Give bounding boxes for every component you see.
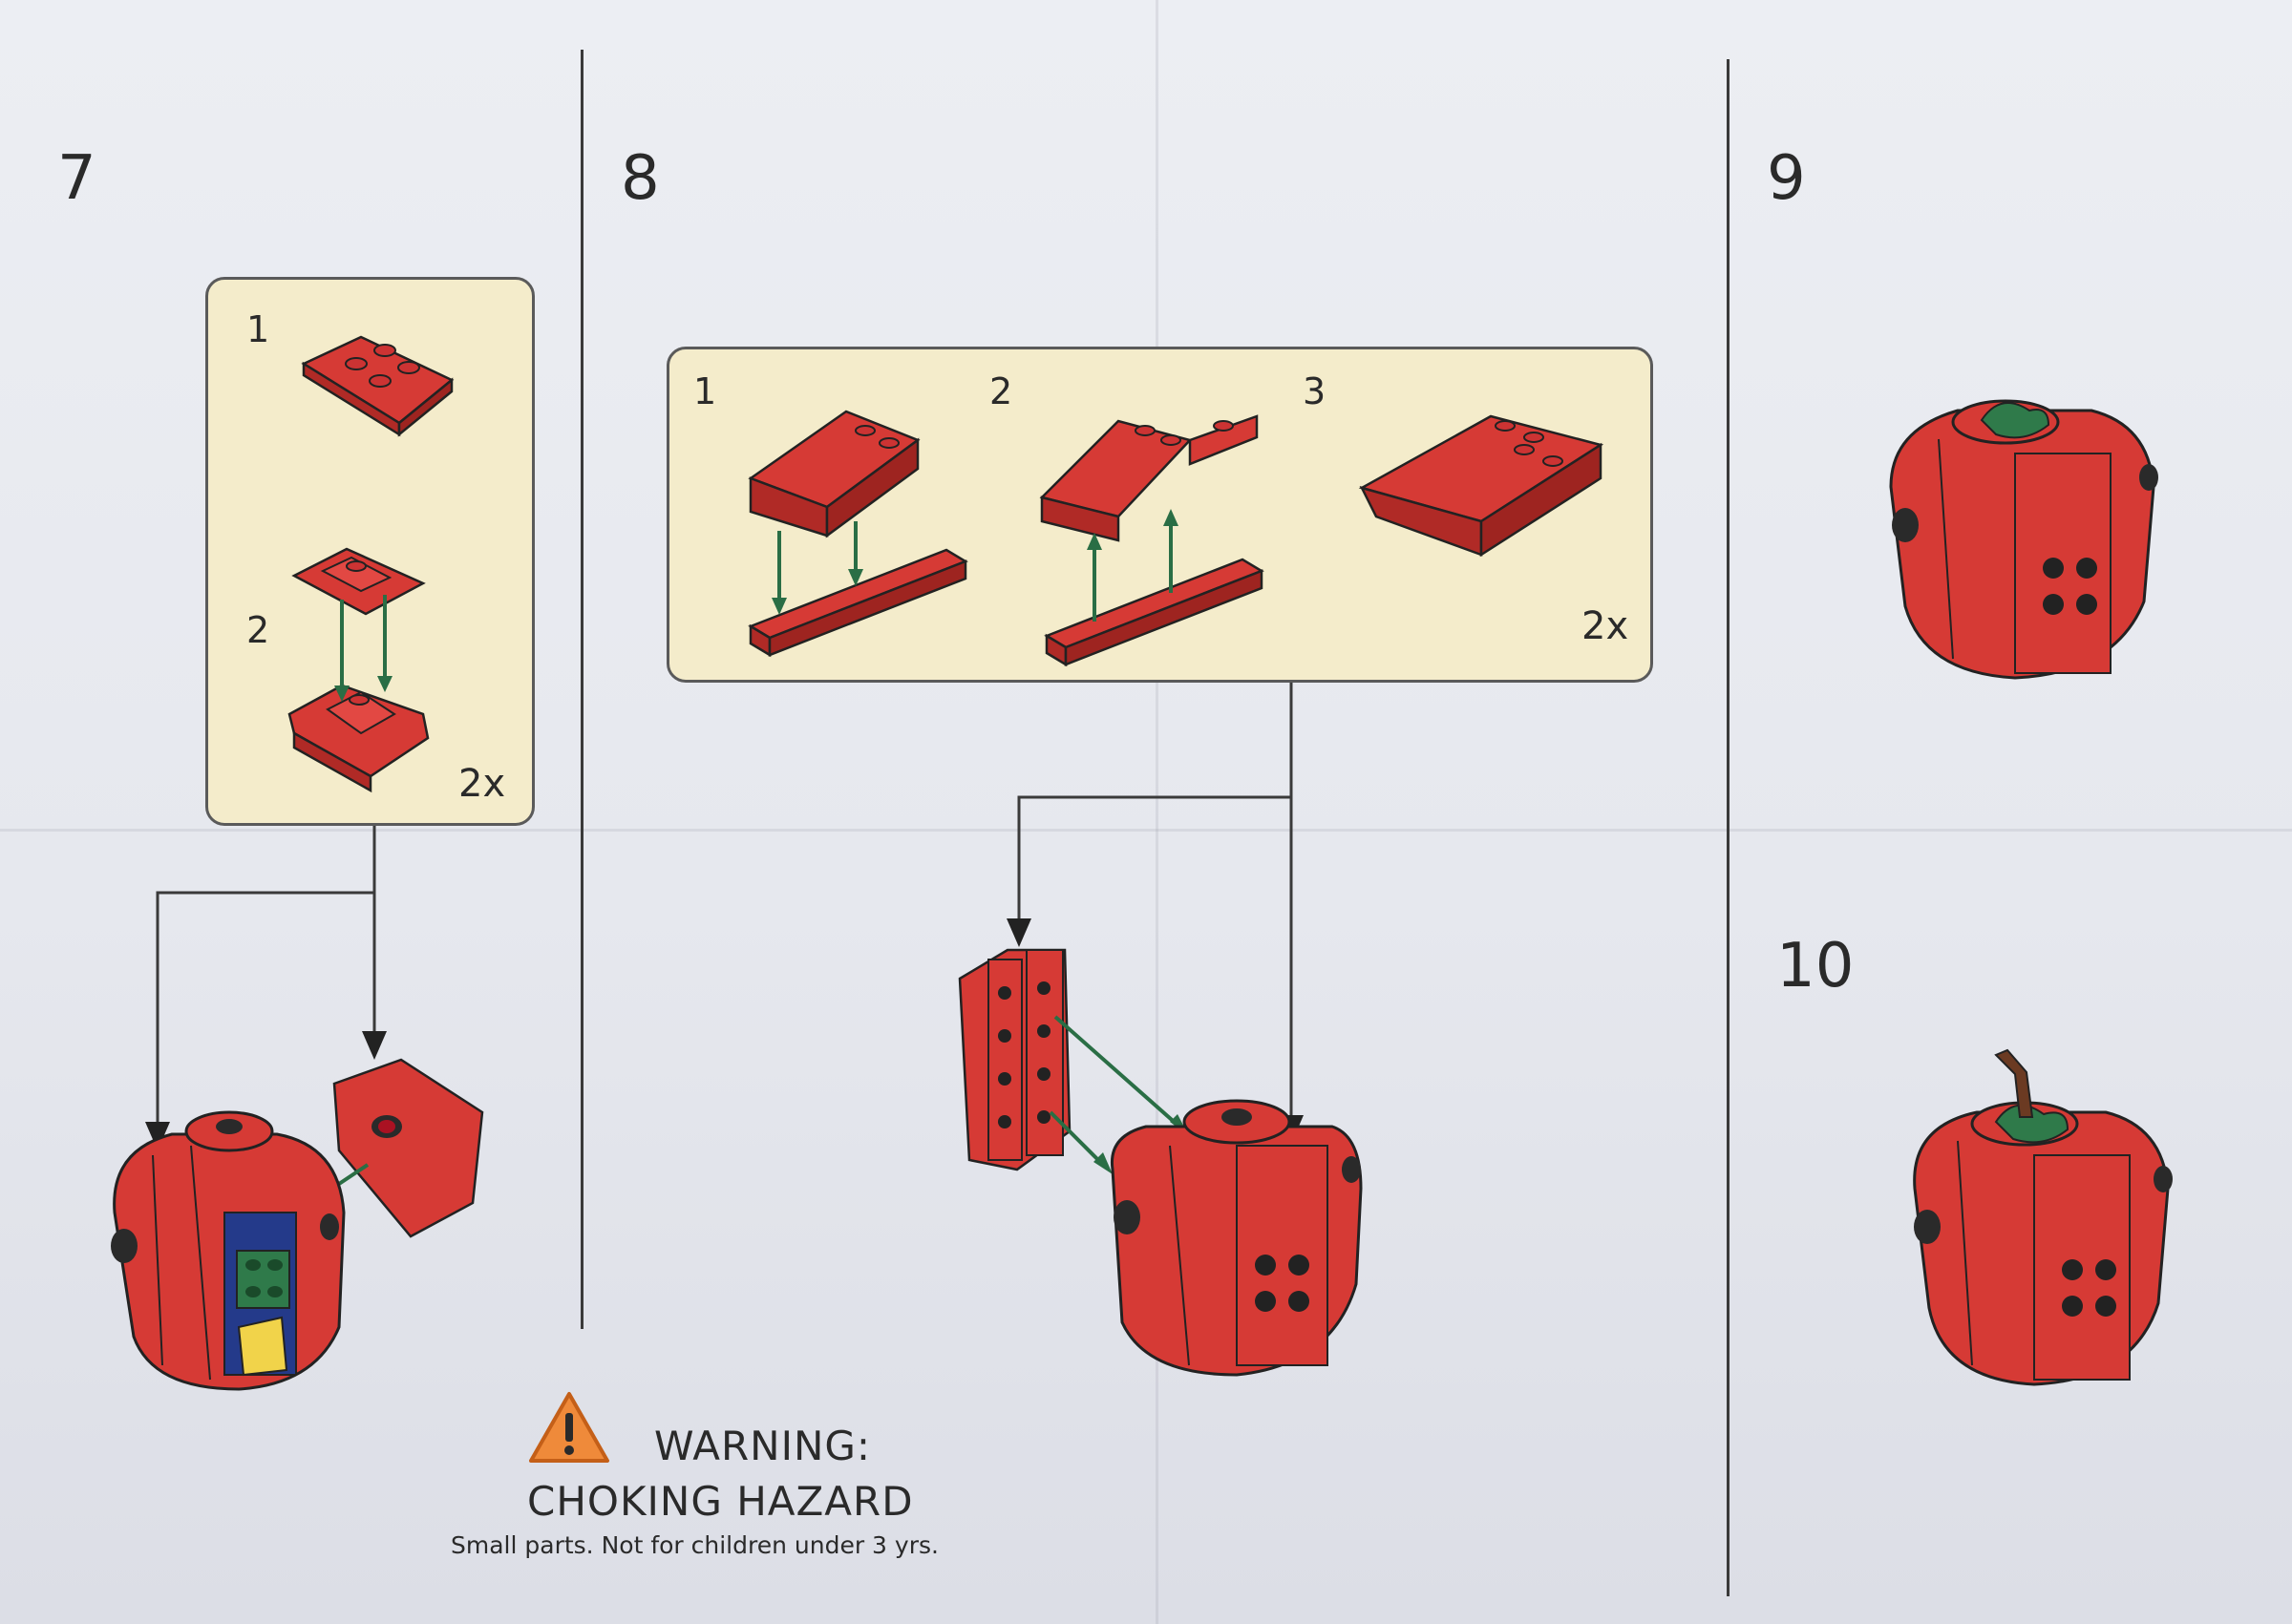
step-8-substep-3: 3 (1303, 370, 1326, 412)
small-parts-notice: Small parts. Not for children under 3 yr… (451, 1531, 939, 1559)
step-9-apple-with-leaf (1889, 399, 2158, 680)
step-8-callout: 1 2 3 2x (667, 347, 1653, 683)
step-8-substep-1: 1 (693, 370, 717, 412)
step-number-7: 7 (57, 143, 96, 214)
warning-triangle-icon (529, 1392, 609, 1463)
column-divider-left (581, 50, 584, 1329)
warning-label: WARNING: (654, 1423, 872, 1469)
step-number-10: 10 (1776, 931, 1855, 1002)
step-7-brick-wedge-plate (287, 335, 455, 793)
step-8-substep-2: 2 (989, 370, 1013, 412)
step-8-brick-diagrams (748, 410, 1604, 667)
step-7-connector-arrows (145, 826, 387, 1150)
step-8-multiplier: 2x (1581, 604, 1629, 648)
step-10-apple-with-stem (1913, 1048, 2173, 1386)
fold-line-vertical (1156, 0, 1158, 1624)
fold-line-horizontal (0, 829, 2292, 832)
step-number-9: 9 (1767, 143, 1806, 214)
step-number-8: 8 (621, 143, 660, 214)
step-7-substep-1: 1 (246, 308, 270, 350)
step-7-callout: 1 2 2x (205, 277, 535, 826)
step-8-apple-assembly (958, 948, 1363, 1377)
step-7-apple-assembly (111, 1058, 484, 1391)
column-divider-right (1727, 59, 1730, 1596)
step-7-substep-2: 2 (246, 609, 270, 651)
choking-hazard-label: CHOKING HAZARD (527, 1478, 914, 1525)
step-7-multiplier: 2x (458, 762, 506, 806)
